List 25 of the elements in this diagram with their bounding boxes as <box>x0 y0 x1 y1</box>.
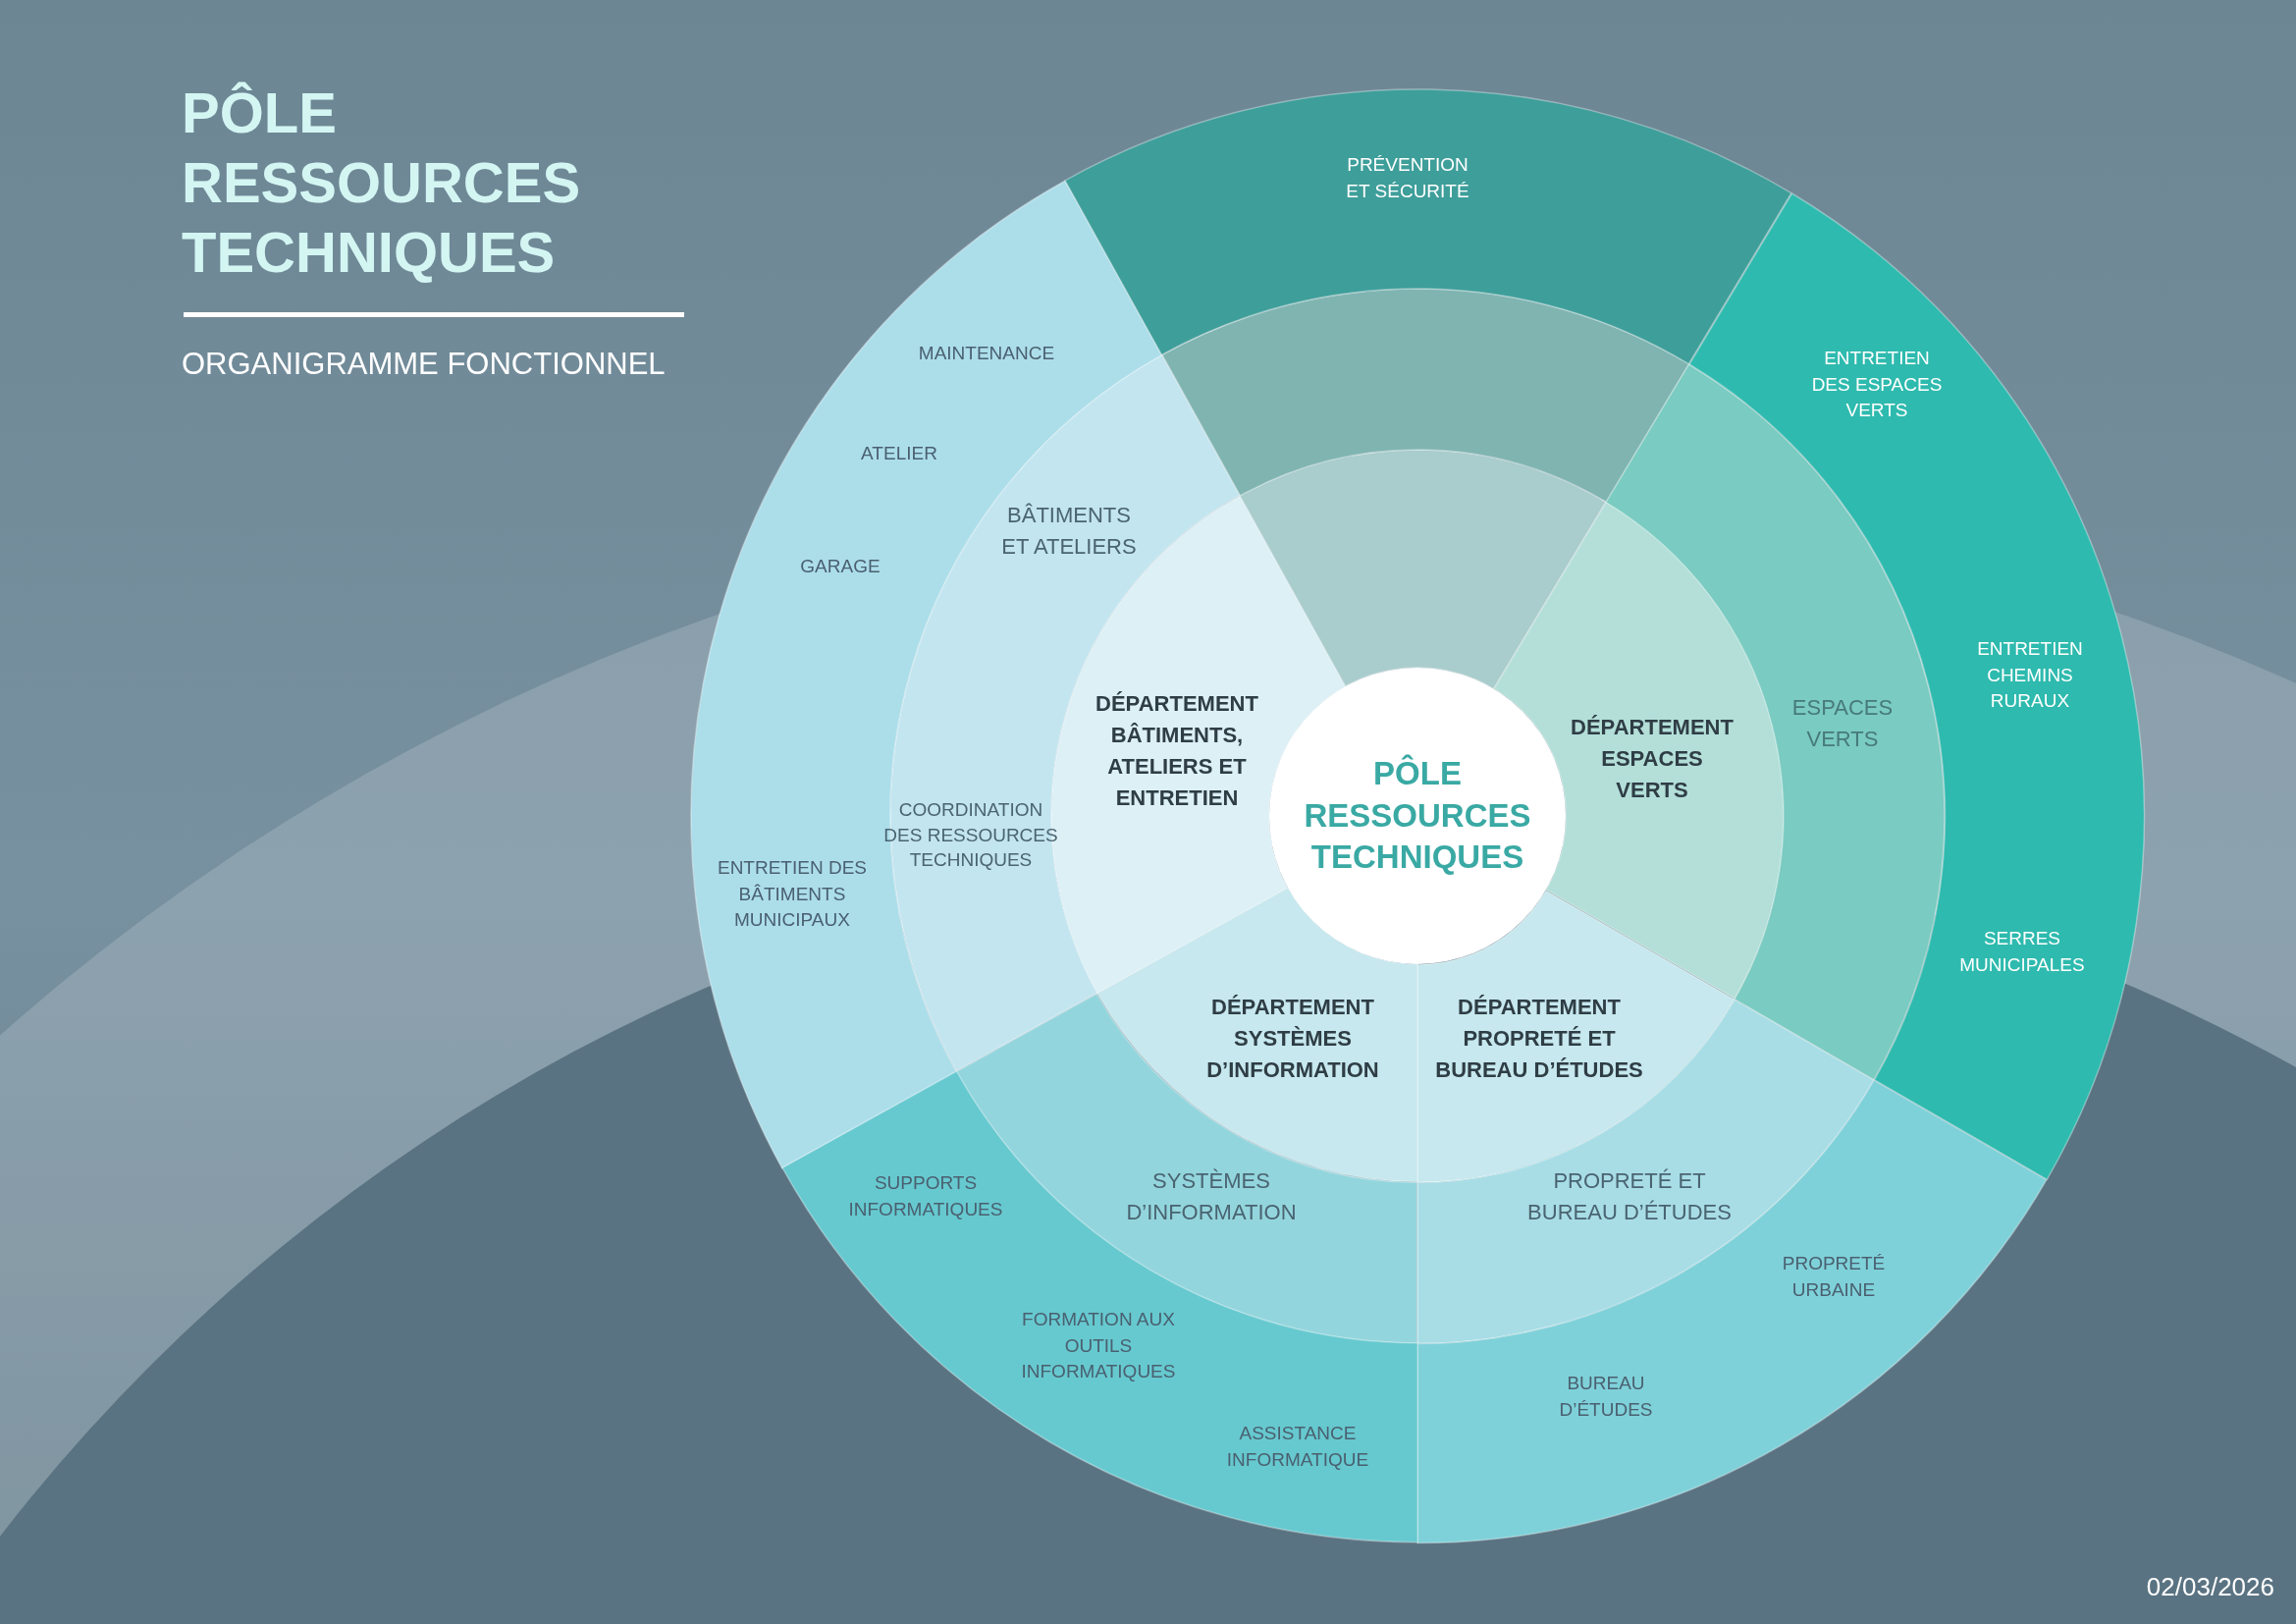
unit-label: DÉPARTEMENT SYSTÈMES D’INFORMATION <box>1205 994 1380 1084</box>
unit-label: PRÉVENTION ET SÉCURITÉ <box>1345 153 1470 203</box>
unit-label: SYSTÈMES D’INFORMATION <box>1125 1167 1298 1226</box>
unit-label: COORDINATION DES RESSOURCES TECHNIQUES <box>882 797 1059 872</box>
unit-label: ENTRETIEN CHEMINS RURAUX <box>1976 637 2084 714</box>
unit-label: BUREAU D’ÉTUDES <box>1558 1372 1654 1422</box>
unit-label: PROPRETÉ ET BUREAU D’ÉTUDES <box>1526 1167 1733 1226</box>
unit-label: MAINTENANCE <box>917 341 1056 365</box>
unit-label: PROPRETÉ URBAINE <box>1781 1252 1887 1302</box>
unit-label: ATELIER <box>860 441 938 465</box>
unit-label: DÉPARTEMENT BÂTIMENTS, ATELIERS ET ENTRETIEN <box>1095 690 1259 812</box>
subtitle: ORGANIGRAMME FONCTIONNEL <box>182 346 666 383</box>
unit-label: ENTRETIEN DES BÂTIMENTS MUNICIPAUX <box>716 856 868 933</box>
unit-label: SUPPORTS INFORMATIQUES <box>847 1171 1004 1221</box>
unit-label: FORMATION AUX OUTILS INFORMATIQUES <box>1020 1308 1177 1384</box>
unit-label: DÉPARTEMENT ESPACES VERTS <box>1570 714 1735 804</box>
center-label: PÔLE RESSOURCES TECHNIQUES <box>1303 753 1532 878</box>
unit-label: ENTRETIEN DES ESPACES VERTS <box>1810 347 1944 423</box>
unit-label: ESPACES VERTS <box>1790 694 1895 753</box>
unit-label: BÂTIMENTS ET ATELIERS <box>1000 502 1138 561</box>
date-label: 02/03/2026 <box>2146 1571 2274 1603</box>
unit-label: SERRES MUNICIPALES <box>1958 927 2086 977</box>
unit-label: GARAGE <box>799 554 881 578</box>
unit-label: DÉPARTEMENT PROPRETÉ ET BUREAU D’ÉTUDES <box>1434 994 1644 1084</box>
unit-label: ASSISTANCE INFORMATIQUE <box>1225 1422 1370 1472</box>
